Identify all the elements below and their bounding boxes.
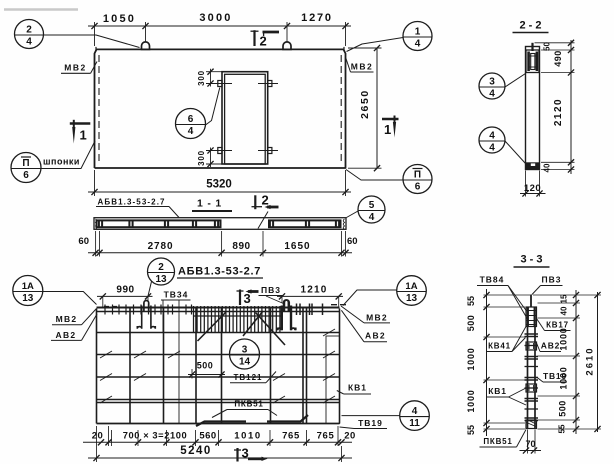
svg-text:55: 55 — [466, 296, 476, 306]
svg-text:300: 300 — [197, 70, 206, 86]
svg-text:1000: 1000 — [466, 347, 476, 370]
svg-text:2610: 2610 — [585, 346, 596, 375]
svg-text:2: 2 — [262, 193, 269, 208]
svg-text:1270: 1270 — [301, 12, 333, 24]
svg-text:МВ2: МВ2 — [56, 314, 78, 324]
svg-text:13: 13 — [22, 293, 34, 304]
svg-text:13: 13 — [406, 293, 418, 304]
svg-text:700 × 3=2100: 700 × 3=2100 — [123, 431, 188, 441]
svg-text:АБВ1.3-53-2.7: АБВ1.3-53-2.7 — [178, 266, 261, 278]
svg-text:ТВ19: ТВ19 — [358, 418, 383, 428]
svg-text:490: 490 — [553, 50, 563, 67]
svg-text:3000: 3000 — [199, 12, 232, 24]
svg-text:4: 4 — [489, 89, 495, 100]
svg-text:1А: 1А — [22, 281, 34, 292]
svg-text:20: 20 — [92, 431, 104, 442]
svg-text:70: 70 — [525, 439, 535, 449]
svg-text:КВ41: КВ41 — [488, 342, 511, 351]
svg-text:13: 13 — [155, 274, 167, 285]
svg-text:АБВ1.3-53-2.7: АБВ1.3-53-2.7 — [98, 198, 166, 207]
svg-text:АВ2: АВ2 — [56, 330, 77, 340]
svg-text:50: 50 — [543, 42, 552, 51]
svg-text:1А: 1А — [405, 281, 417, 292]
svg-text:20: 20 — [344, 431, 356, 442]
svg-text:560: 560 — [199, 431, 216, 442]
svg-text:АВ2: АВ2 — [541, 341, 560, 351]
svg-text:1650: 1650 — [284, 241, 310, 252]
svg-text:3: 3 — [242, 345, 248, 356]
svg-text:4: 4 — [415, 39, 421, 50]
svg-text:4: 4 — [369, 212, 375, 223]
svg-text:765: 765 — [282, 431, 300, 442]
svg-text:6: 6 — [188, 114, 194, 125]
svg-text:ПКВ51: ПКВ51 — [483, 437, 512, 446]
svg-text:АВ2: АВ2 — [365, 331, 386, 341]
svg-text:3: 3 — [242, 446, 249, 461]
svg-text:1000: 1000 — [559, 327, 569, 350]
svg-text:ТВ121: ТВ121 — [233, 373, 262, 382]
svg-text:МВ2: МВ2 — [64, 63, 86, 73]
svg-text:ПВ3: ПВ3 — [261, 285, 281, 295]
svg-text:500: 500 — [466, 315, 476, 332]
svg-text:6: 6 — [23, 170, 29, 181]
svg-text:2780: 2780 — [148, 241, 174, 252]
svg-text:1210: 1210 — [300, 285, 327, 296]
svg-text:2120: 2120 — [553, 98, 564, 126]
svg-text:40: 40 — [543, 163, 552, 172]
svg-text:3: 3 — [489, 77, 495, 88]
svg-text:4: 4 — [26, 37, 32, 48]
svg-text:КВ1: КВ1 — [488, 386, 506, 396]
svg-text:4: 4 — [412, 406, 418, 417]
svg-text:40: 40 — [560, 306, 569, 315]
svg-text:60: 60 — [347, 236, 358, 247]
svg-text:4: 4 — [188, 126, 194, 137]
svg-text:300: 300 — [197, 150, 206, 166]
svg-text:1: 1 — [80, 128, 87, 143]
svg-text:2: 2 — [260, 34, 267, 49]
svg-text:4: 4 — [489, 131, 495, 142]
svg-text:500: 500 — [197, 361, 214, 371]
svg-text:15: 15 — [560, 294, 569, 303]
svg-text:2: 2 — [158, 262, 164, 273]
svg-text:МВ2: МВ2 — [366, 313, 388, 323]
svg-text:1010: 1010 — [234, 431, 262, 442]
svg-text:ТВ84: ТВ84 — [480, 275, 505, 285]
svg-text:ПКВ51: ПКВ51 — [234, 400, 263, 409]
svg-text:ТВ19: ТВ19 — [543, 371, 567, 381]
svg-text:990: 990 — [116, 285, 134, 296]
svg-text:500: 500 — [558, 400, 568, 417]
svg-text:55: 55 — [558, 424, 567, 433]
svg-text:5320: 5320 — [206, 179, 232, 191]
svg-text:2 - 2: 2 - 2 — [519, 20, 541, 32]
svg-text:55: 55 — [466, 425, 476, 435]
svg-text:1 - 1: 1 - 1 — [197, 198, 222, 210]
svg-text:КВ17: КВ17 — [546, 321, 569, 330]
svg-text:11: 11 — [409, 418, 420, 429]
svg-text:П: П — [22, 158, 29, 169]
svg-text:1050: 1050 — [103, 13, 136, 25]
svg-text:6: 6 — [415, 182, 421, 193]
svg-text:3: 3 — [244, 291, 251, 306]
svg-text:ПВ3: ПВ3 — [542, 275, 562, 285]
svg-text:1: 1 — [384, 122, 391, 137]
svg-text:14: 14 — [239, 357, 251, 368]
svg-text:П: П — [414, 170, 421, 181]
svg-text:2: 2 — [26, 25, 32, 36]
svg-text:5240: 5240 — [180, 445, 212, 457]
svg-text:1: 1 — [415, 27, 421, 38]
svg-text:1000: 1000 — [559, 366, 569, 389]
svg-text:60: 60 — [78, 236, 89, 247]
svg-text:КВ1: КВ1 — [348, 383, 367, 393]
svg-text:4: 4 — [489, 143, 495, 154]
svg-text:ТВ34: ТВ34 — [164, 290, 189, 300]
svg-text:890: 890 — [232, 241, 250, 252]
svg-text:5: 5 — [369, 200, 375, 211]
svg-text:2650: 2650 — [359, 89, 371, 119]
svg-text:1000: 1000 — [466, 389, 476, 412]
svg-text:765: 765 — [317, 431, 335, 442]
svg-text:МВ2: МВ2 — [351, 62, 373, 72]
svg-text:3 - 3: 3 - 3 — [520, 254, 542, 266]
svg-text:шпонки: шпонки — [43, 157, 80, 167]
svg-text:120: 120 — [524, 183, 541, 194]
